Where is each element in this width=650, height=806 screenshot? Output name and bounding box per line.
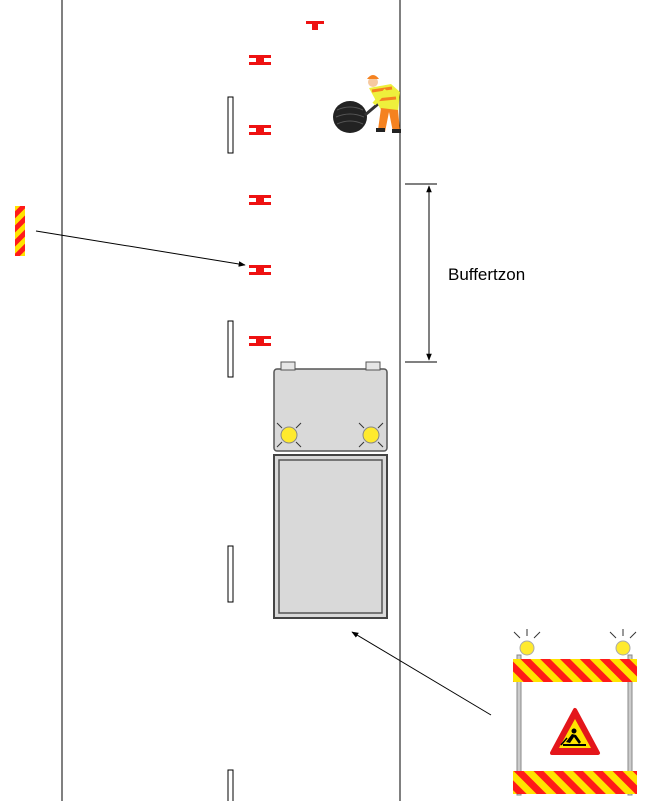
lane-dash	[227, 96, 234, 154]
lane-markings	[227, 96, 234, 806]
traffic-cone-icon	[249, 195, 271, 205]
flashing-beacon-icon	[609, 629, 637, 656]
tar-drum	[333, 101, 367, 133]
truck-body	[273, 454, 388, 619]
traffic-cone-icon	[249, 336, 271, 346]
truck-mirror	[280, 361, 296, 371]
truck-mirror	[365, 361, 381, 371]
traffic-cone-icon	[306, 21, 324, 30]
warning-barrier-icon	[15, 206, 25, 256]
flashing-beacon-icon	[513, 629, 541, 656]
truck-body-inner	[278, 459, 383, 614]
lane-dash	[227, 320, 234, 378]
barrier-post	[516, 654, 522, 796]
traffic-cone-icon	[249, 265, 271, 275]
warning-barrier-sign	[513, 629, 637, 796]
traffic-cone-icon	[249, 55, 271, 65]
barrier-board-top	[513, 659, 637, 682]
truck-cab	[273, 368, 388, 452]
traffic-cone-icon	[249, 125, 271, 135]
flashing-beacon-icon	[276, 422, 302, 448]
pointer-arrow	[35, 230, 246, 267]
road-works-sign-icon	[550, 708, 600, 755]
flashing-beacon-icon	[358, 422, 384, 448]
lane-dash	[227, 545, 234, 603]
buffer-zone-dimension: Buffertzon	[405, 183, 525, 363]
pointer-arrow	[351, 631, 492, 716]
truck	[273, 361, 388, 619]
barrier-post	[627, 654, 633, 796]
lane-dash	[227, 769, 234, 806]
barrier-board-bottom	[513, 771, 637, 794]
buffer-zone-label: Buffertzon	[448, 265, 525, 284]
cone-row	[249, 21, 324, 346]
road-worker-icon	[333, 75, 401, 133]
